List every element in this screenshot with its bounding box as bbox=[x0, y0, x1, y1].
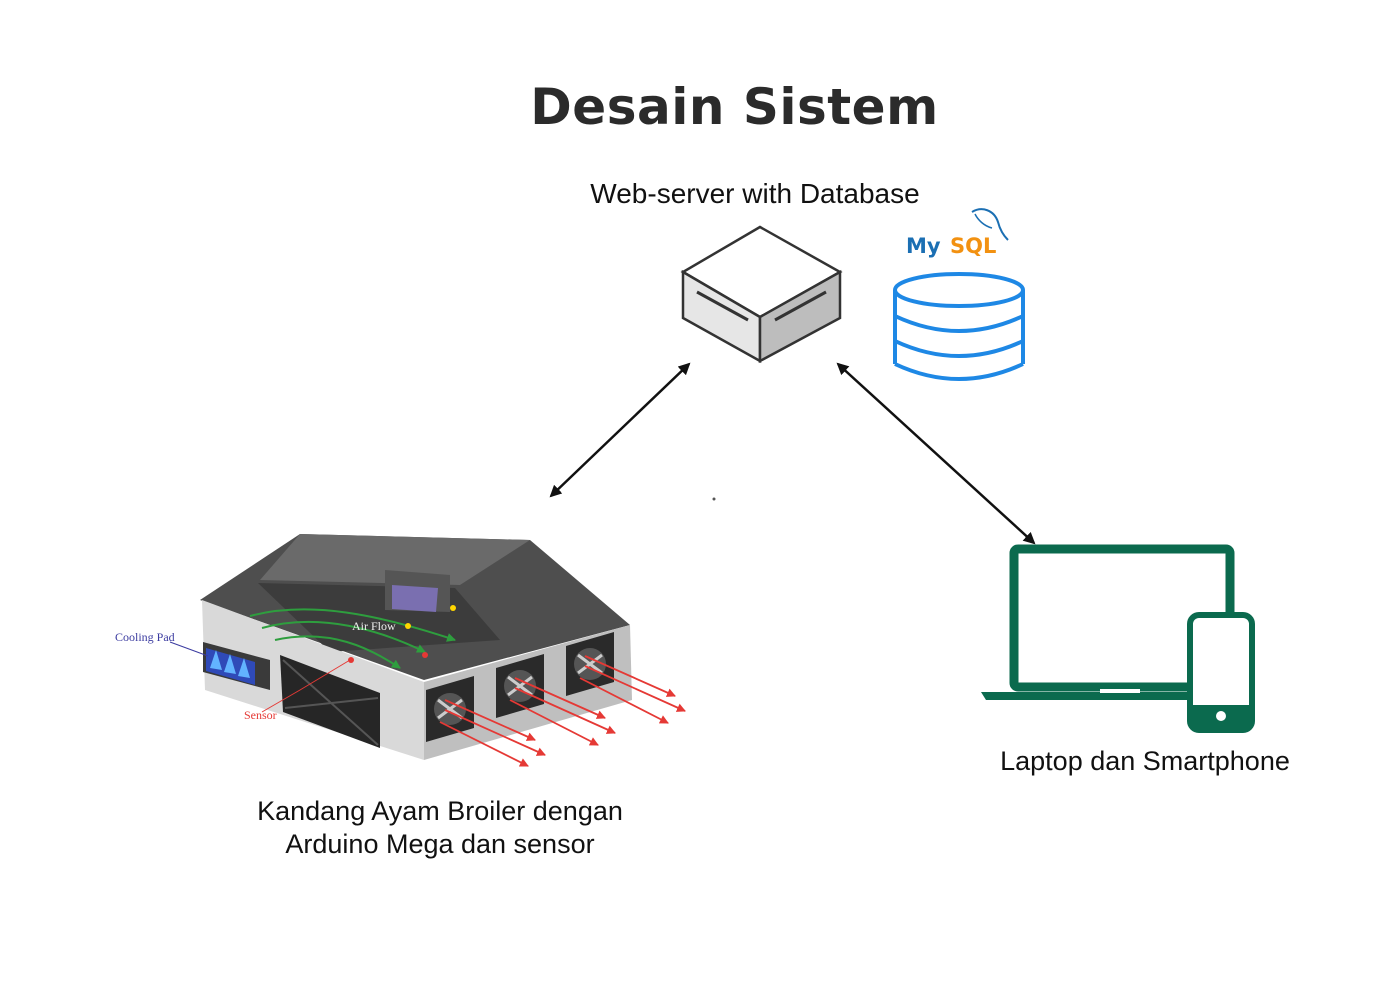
annotation-cooling-pad: Cooling Pad bbox=[115, 630, 175, 644]
annotation-sensor: Sensor bbox=[244, 708, 277, 722]
devices-label: Laptop dan Smartphone bbox=[1000, 746, 1290, 776]
exhaust-arrows bbox=[439, 655, 686, 767]
chicken-coop-illustration: Cooling Pad Air Flow Sensor bbox=[115, 534, 686, 767]
database-icon bbox=[893, 272, 1025, 381]
annotation-air-flow: Air Flow bbox=[352, 619, 396, 633]
airflow-arrows bbox=[249, 608, 456, 669]
coop-label-line1: Kandang Ayam Broiler dengan bbox=[257, 796, 623, 826]
server-label: Web-server with Database bbox=[590, 178, 920, 209]
mysql-logo-my: My bbox=[906, 234, 941, 258]
connector-server-devices bbox=[836, 362, 1036, 545]
dot bbox=[712, 497, 716, 501]
mysql-logo-sql: SQL bbox=[950, 234, 996, 258]
page-title: Desain Sistem bbox=[530, 78, 939, 136]
coop-label-line2: Arduino Mega dan sensor bbox=[285, 829, 595, 859]
fan-1 bbox=[426, 676, 474, 742]
smartphone-icon bbox=[1187, 612, 1255, 733]
connector-server-coop bbox=[549, 362, 691, 498]
coop-label: Kandang Ayam Broiler dengan Arduino Mega… bbox=[200, 795, 680, 861]
server-icon bbox=[680, 225, 843, 364]
mysql-logo: My SQL bbox=[906, 208, 1009, 258]
